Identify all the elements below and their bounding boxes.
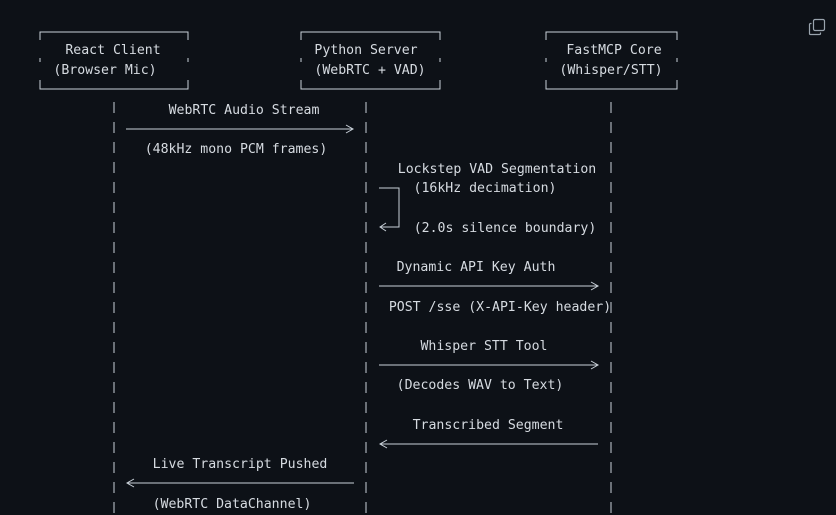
copy-icon <box>808 18 826 36</box>
message-note: POST /sse (X-API-Key header) <box>389 300 611 315</box>
message-label: Lockstep VAD Segmentation <box>398 162 597 177</box>
participant-python-server-title: Python Server <box>314 43 417 58</box>
participant-react-client-title: React Client <box>65 43 160 58</box>
participant-react-client-subtitle: (Browser Mic) <box>53 63 156 78</box>
message-note-decimation: (16kHz decimation) <box>414 181 557 196</box>
message-label: WebRTC Audio Stream <box>169 103 320 118</box>
message-note-silence: (2.0s silence boundary) <box>414 221 597 236</box>
copy-button[interactable] <box>806 16 828 38</box>
message-webrtc-audio-stream: WebRTC Audio Stream (48kHz mono PCM fram… <box>126 103 355 157</box>
participant-python-server-subtitle: (WebRTC + VAD) <box>314 63 425 78</box>
message-label: Whisper STT Tool <box>420 339 547 354</box>
message-whisper-stt-tool: Whisper STT Tool (Decodes WAV to Text) <box>379 339 600 393</box>
message-label: Dynamic API Key Auth <box>397 260 556 275</box>
participant-fastmcp-core: FastMCP Core (Whisper/STT) <box>545 31 678 90</box>
participant-python-server: Python Server (WebRTC + VAD) <box>300 31 441 90</box>
message-lockstep-vad-segmentation: Lockstep VAD Segmentation (16kHz decimat… <box>379 162 596 236</box>
message-note: (48kHz mono PCM frames) <box>145 142 328 157</box>
message-note: (WebRTC DataChannel) <box>153 497 312 512</box>
participant-fastmcp-core-title: FastMCP Core <box>566 43 661 58</box>
participant-fastmcp-core-subtitle: (Whisper/STT) <box>559 63 662 78</box>
message-label: Transcribed Segment <box>413 418 564 433</box>
participant-react-client: React Client (Browser Mic) <box>39 31 189 90</box>
message-transcribed-segment: Transcribed Segment <box>378 418 598 449</box>
message-live-transcript-pushed: Live Transcript Pushed (WebRTC DataChann… <box>125 457 354 512</box>
message-note: (Decodes WAV to Text) <box>397 378 564 393</box>
message-label: Live Transcript Pushed <box>153 457 328 472</box>
message-dynamic-api-key-auth: Dynamic API Key Auth POST /sse (X-API-Ke… <box>379 260 611 315</box>
